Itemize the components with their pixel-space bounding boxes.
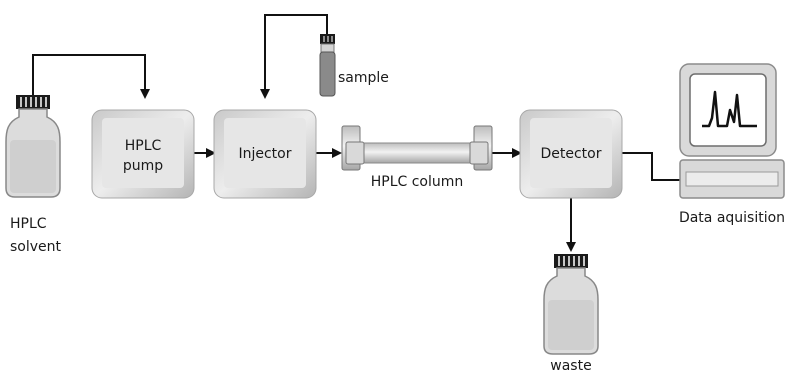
computer: [679, 63, 785, 199]
connections: [32, 14, 680, 252]
hplc-column: [341, 125, 493, 171]
waste-label: waste: [550, 358, 591, 373]
pump-label-line2: pump: [123, 158, 163, 174]
solvent-label-line1: HPLC: [10, 216, 47, 232]
data-acquisition-label: Data aquisition: [679, 210, 785, 226]
sample-vial-body: [319, 51, 336, 97]
solvent-to-pump-line: [32, 54, 150, 99]
detector-box: [519, 109, 623, 199]
monitor-screen: [689, 73, 767, 147]
detector-label: Detector: [540, 146, 601, 162]
injector-label: Injector: [238, 146, 291, 162]
injector-box: [213, 109, 317, 199]
solvent-label-line2: solvent: [10, 239, 62, 255]
column-label: HPLC column: [371, 174, 464, 190]
detector-to-data-line: [622, 152, 680, 181]
sample-vial: [319, 34, 336, 97]
pump-label-line1: HPLC: [125, 138, 162, 154]
sample-label: sample: [338, 70, 389, 86]
sample-to-injector-line: [260, 14, 328, 99]
solvent-bottle: [5, 95, 61, 198]
chromatogram-icon: [702, 90, 757, 128]
hplc-pump-box: [91, 109, 195, 199]
waste-bottle: [543, 254, 599, 355]
